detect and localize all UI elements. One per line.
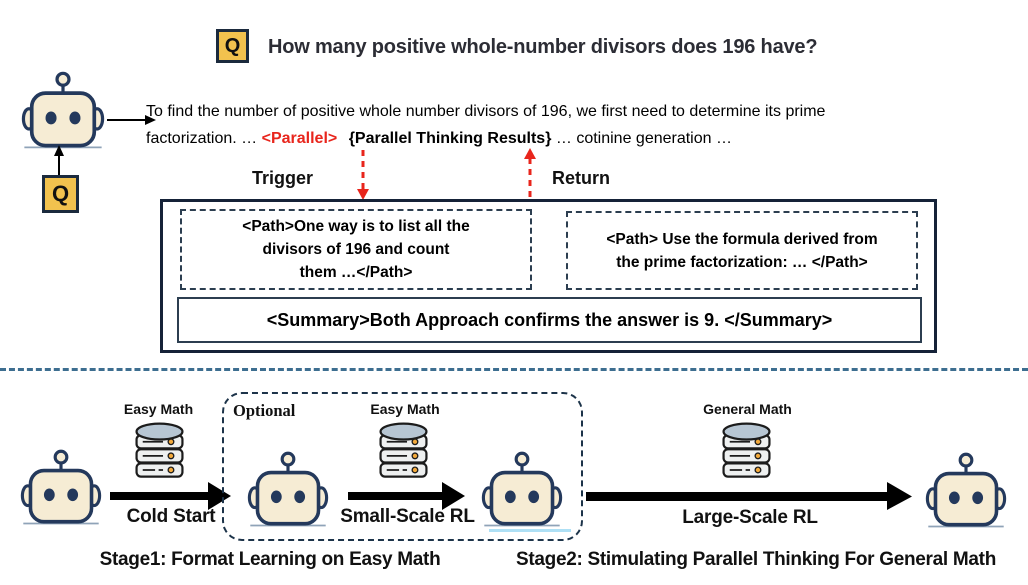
dataset-label: Easy Math: [123, 401, 194, 417]
path1-line: divisors of 196 and count: [262, 241, 450, 258]
response-line1: To find the number of positive whole num…: [146, 103, 826, 120]
stage1-caption: Stage1: Format Learning on Easy Math: [99, 549, 441, 570]
dataset-label: General Math: [703, 401, 792, 417]
path1-box: <Path>One way is to list all the divisor…: [180, 209, 532, 290]
path2-box: <Path> Use the formula derived from the …: [566, 211, 918, 290]
database-icon: [131, 421, 188, 481]
return-label: Return: [552, 168, 610, 188]
red-dashed-down-arrow-icon: [357, 150, 369, 200]
robot-icon: [243, 451, 333, 530]
response-line2: factorization. … <Parallel> {Parallel Th…: [146, 125, 1020, 152]
input-question-badge: Q: [42, 175, 79, 213]
dataset-label: Easy Math: [370, 401, 440, 417]
summary-text: <Summary>Both Approach confirms the answ…: [266, 309, 833, 330]
right-arrow-icon: [107, 115, 156, 125]
database-icon: [718, 421, 775, 481]
stage-separator-line: [0, 368, 1028, 371]
response-line2-suffix: … cotinine generation …: [555, 130, 732, 147]
arrow-label-cold-start: Cold Start: [126, 506, 216, 527]
parallel-results-tag: {Parallel Thinking Results}: [348, 130, 552, 147]
arrow-label-small-scale-rl: Small-Scale RL: [340, 506, 475, 527]
path1-line: <Path>One way is to list all the: [242, 218, 470, 235]
optional-box: [222, 392, 583, 541]
question-badge-label: Q: [224, 34, 241, 57]
robot-highlight-line: [489, 529, 571, 532]
stage-arrow-icon: [586, 482, 912, 510]
assistant-response: To find the number of positive whole num…: [146, 98, 1020, 152]
question-text: How many positive whole-number divisors …: [268, 36, 818, 58]
robot-icon: [16, 449, 106, 528]
parallel-results-box: <Path>One way is to list all the divisor…: [160, 199, 937, 353]
path2-line: <Path> Use the formula derived from: [606, 230, 878, 248]
parallel-tag: <Parallel>: [261, 130, 338, 147]
robot-icon: [477, 451, 567, 530]
stage-arrow-icon: [110, 482, 231, 510]
robot-icon: [921, 452, 1011, 531]
input-question-badge-label: Q: [51, 181, 70, 206]
up-arrow-icon: [54, 145, 64, 175]
optional-label: Optional: [233, 401, 296, 420]
database-icon: [375, 421, 432, 481]
path2-line: the prime factorization: … </Path>: [616, 253, 868, 271]
arrow-label-large-scale-rl: Large-Scale RL: [682, 507, 818, 528]
question-badge: Q: [216, 29, 249, 63]
red-dashed-up-arrow-icon: [524, 148, 536, 200]
response-line2-prefix: factorization. …: [146, 130, 262, 147]
robot-icon: [17, 71, 109, 152]
summary-box: <Summary>Both Approach confirms the answ…: [177, 297, 922, 343]
path1-line: them …</Path>: [299, 264, 413, 281]
stage-arrow-icon: [348, 482, 465, 510]
trigger-label: Trigger: [252, 168, 314, 188]
stage2-caption: Stage2: Stimulating Parallel Thinking Fo…: [516, 549, 996, 570]
